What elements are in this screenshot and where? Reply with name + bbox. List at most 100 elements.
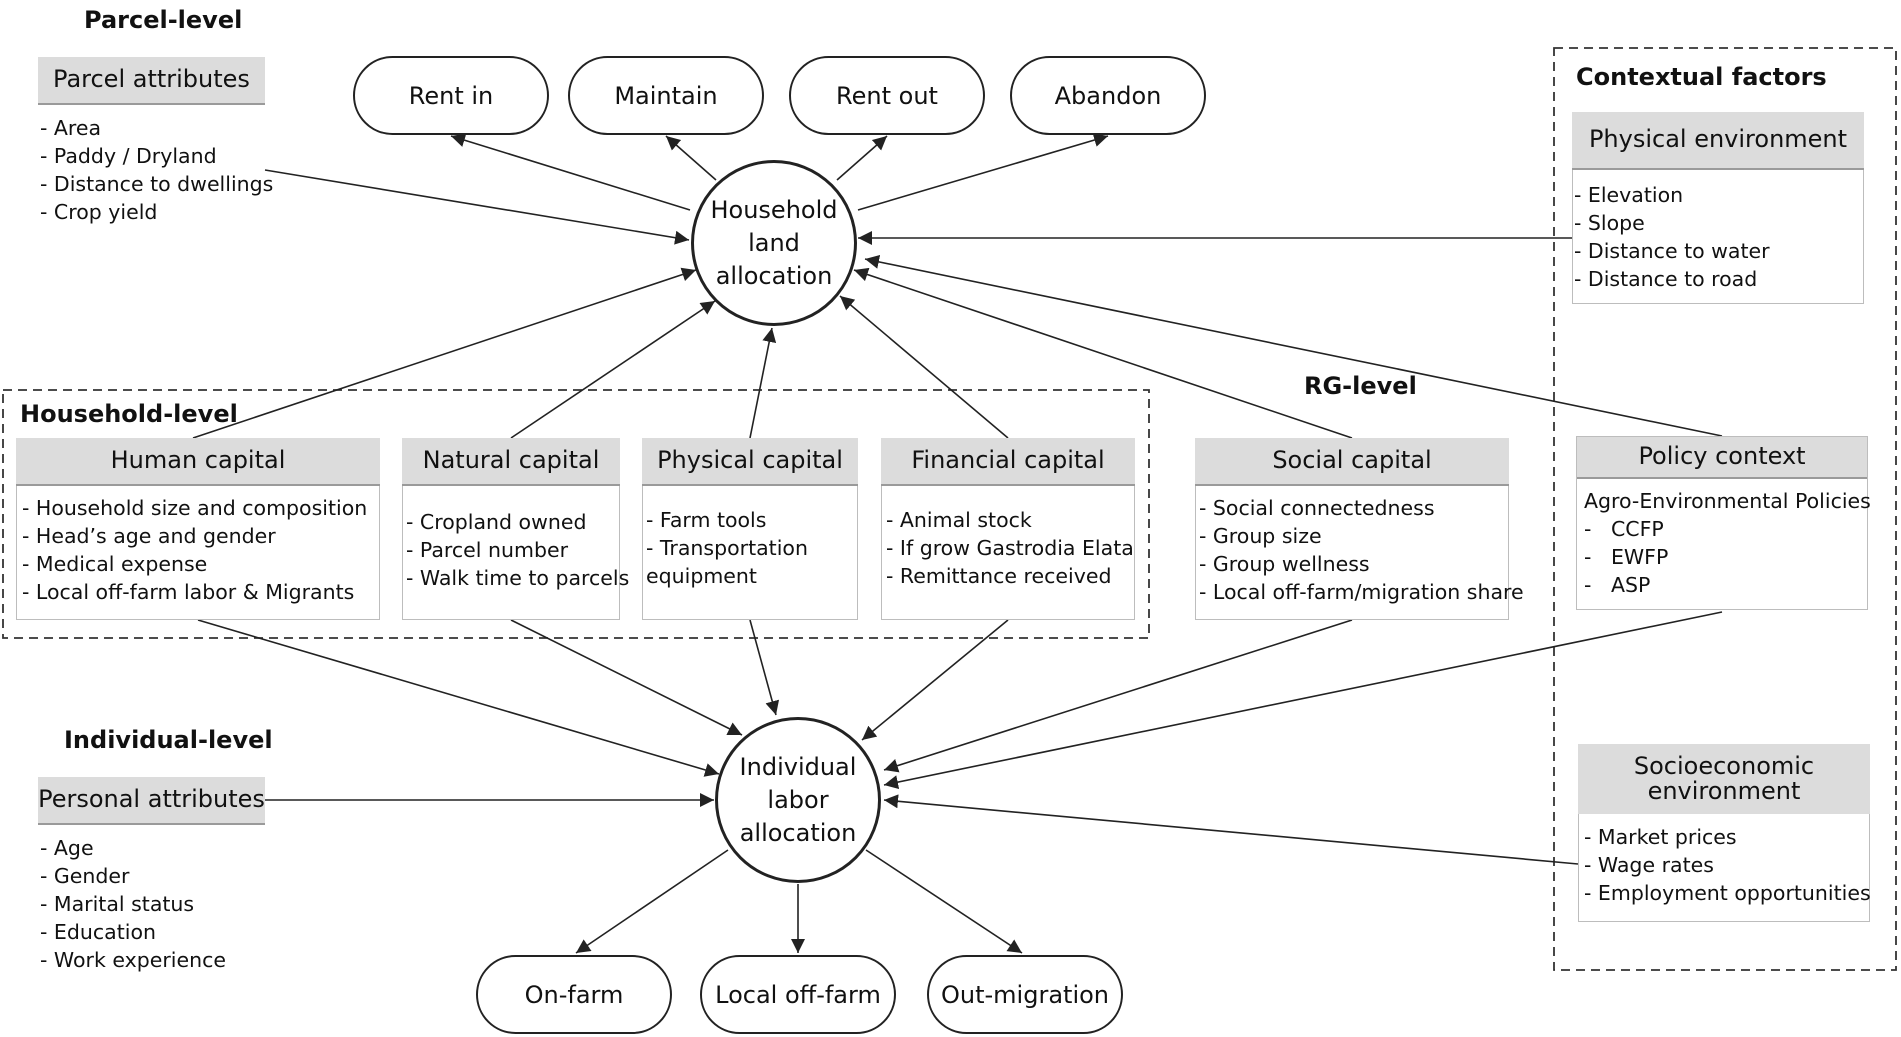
labor-node-line-2: labor [767, 785, 829, 814]
land-node-line-1: Household [710, 195, 838, 224]
arrow-financial-to-land [839, 295, 1009, 439]
social-capital-item: - Local off-farm/migration share [1199, 580, 1524, 604]
arrow-physical-to-land [749, 327, 777, 439]
land-outcome-maintain: Maintain [568, 56, 764, 135]
social-capital-item: - Social connectedness [1199, 496, 1435, 520]
arrow-land-to-maintain [665, 135, 717, 181]
arrow-land-to-abandon [857, 133, 1109, 211]
social-capital-title: Social capital [1195, 438, 1509, 486]
land-outcome-abandon: Abandon [1010, 56, 1206, 135]
parcel-attributes-title: Parcel attributes [38, 57, 265, 105]
physical-environment-list: - Elevation - Slope - Distance to water … [1574, 181, 1770, 293]
personal-attributes-list: - Age - Gender - Marital status - Educat… [40, 834, 226, 974]
land-node-line-3: allocation [715, 261, 833, 290]
labor-node-line-3: allocation [739, 818, 857, 847]
human-capital-item: - Household size and composition [22, 496, 368, 520]
arrow-natural-to-labor [510, 619, 743, 736]
policy-context-item: - ASP [1584, 573, 1651, 597]
arrow-land-to-rent-out [836, 135, 888, 181]
labor-outcome-out-migration: Out-migration [927, 955, 1123, 1034]
parcel-attribute-item: - Distance to dwellings [40, 172, 274, 196]
socioeconomic-item: - Employment opportunities [1584, 881, 1871, 905]
natural-capital-item: - Walk time to parcels [406, 566, 630, 590]
policy-context-item: Agro-Environmental Policies [1584, 489, 1871, 513]
personal-attribute-item: - Gender [40, 864, 130, 888]
contextual-factors-label: Contextual factors [1576, 63, 1827, 91]
financial-capital-title: Financial capital [881, 438, 1135, 486]
human-capital-list: - Household size and composition - Head’… [22, 494, 367, 606]
policy-context-list: Agro-Environmental Policies - CCFP - EWF… [1584, 487, 1871, 599]
social-capital-item: - Group wellness [1199, 552, 1370, 576]
physical-capital-item: - Transportation [646, 536, 808, 560]
financial-capital-item: - Remittance received [886, 564, 1112, 588]
parcel-attribute-item: - Paddy / Dryland [40, 144, 217, 168]
arrow-social-to-labor [883, 619, 1353, 773]
physical-environment-item: - Slope [1574, 211, 1645, 235]
arrow-human-to-land [192, 267, 697, 439]
arrow-natural-to-land [510, 300, 716, 439]
arrow-human-to-labor [197, 619, 720, 777]
arrow-policy-to-labor [883, 611, 1723, 790]
human-capital-item: - Head’s age and gender [22, 524, 276, 548]
policy-context-title: Policy context [1577, 437, 1867, 479]
personal-attribute-item: - Work experience [40, 948, 226, 972]
policy-context-item: - EWFP [1584, 545, 1669, 569]
land-outcome-rent-in: Rent in [353, 56, 549, 135]
parcel-attribute-item: - Crop yield [40, 200, 158, 224]
labor-node-line-1: Individual [739, 752, 857, 781]
land-node-line-2: land [748, 228, 800, 257]
financial-capital-item: - Animal stock [886, 508, 1032, 532]
socioeconomic-environment-title: Socioeconomic environment [1578, 744, 1870, 814]
human-capital-item: - Medical expense [22, 552, 208, 576]
household-level-frame [2, 389, 1150, 639]
contextual-factors-frame [1553, 47, 1897, 971]
arrow-land-to-rent-in [450, 133, 691, 211]
socioeconomic-item: - Market prices [1584, 825, 1737, 849]
natural-capital-title: Natural capital [402, 438, 620, 486]
arrow-social-to-land [853, 267, 1353, 439]
physical-capital-item: equipment [646, 564, 757, 588]
natural-capital-list: - Cropland owned - Parcel number - Walk … [406, 508, 629, 592]
natural-capital-item: - Cropland owned [406, 510, 587, 534]
human-capital-item: - Local off-farm labor & Migrants [22, 580, 355, 604]
natural-capital-item: - Parcel number [406, 538, 568, 562]
rg-level-label: RG-level [1304, 372, 1417, 400]
physical-capital-list: - Farm tools - Transportation equipment [646, 506, 808, 590]
individual-level-label: Individual-level [64, 726, 273, 754]
physical-environment-item: - Elevation [1574, 183, 1684, 207]
personal-attribute-item: - Age [40, 836, 94, 860]
personal-attributes-title: Personal attributes [38, 777, 265, 825]
socioeconomic-item: - Wage rates [1584, 853, 1714, 877]
arrows-layer [192, 133, 1723, 954]
parcel-attribute-item: - Area [40, 116, 102, 140]
arrow-labor-to-on-farm [575, 849, 729, 954]
arrow-parcel-to-land [264, 169, 690, 245]
physical-environment-title: Physical environment [1572, 112, 1864, 170]
social-capital-list: - Social connectedness - Group size - Gr… [1199, 494, 1524, 606]
arrow-physical-to-labor [749, 619, 780, 716]
parcel-attributes-list: - Area - Paddy / Dryland - Distance to d… [40, 114, 273, 226]
socioeconomic-environment-list: - Market prices - Wage rates - Employmen… [1584, 823, 1871, 907]
policy-context-item: - CCFP [1584, 517, 1664, 541]
social-capital-item: - Group size [1199, 524, 1322, 548]
physical-capital-item: - Farm tools [646, 508, 767, 532]
socioeconomic-title-line-2: environment [1647, 777, 1801, 805]
arrow-socioeconomic-to-labor [883, 794, 1579, 865]
physical-environment-item: - Distance to water [1574, 239, 1770, 263]
labor-outcome-on-farm: On-farm [476, 955, 672, 1034]
physical-capital-title: Physical capital [642, 438, 858, 486]
personal-attribute-item: - Marital status [40, 892, 195, 916]
arrow-labor-to-out-migration [865, 849, 1023, 954]
arrow-policy-to-land [864, 254, 1723, 437]
individual-labor-allocation-node: Individual labor allocation [715, 717, 881, 883]
land-outcome-rent-out: Rent out [789, 56, 985, 135]
labor-outcome-local-off-farm: Local off-farm [700, 955, 896, 1034]
parcel-level-label: Parcel-level [84, 6, 243, 34]
physical-environment-item: - Distance to road [1574, 267, 1758, 291]
human-capital-title: Human capital [16, 438, 380, 486]
financial-capital-item: - If grow Gastrodia Elata [886, 536, 1134, 560]
socioeconomic-title-line-1: Socioeconomic [1633, 751, 1815, 780]
personal-attribute-item: - Education [40, 920, 156, 944]
